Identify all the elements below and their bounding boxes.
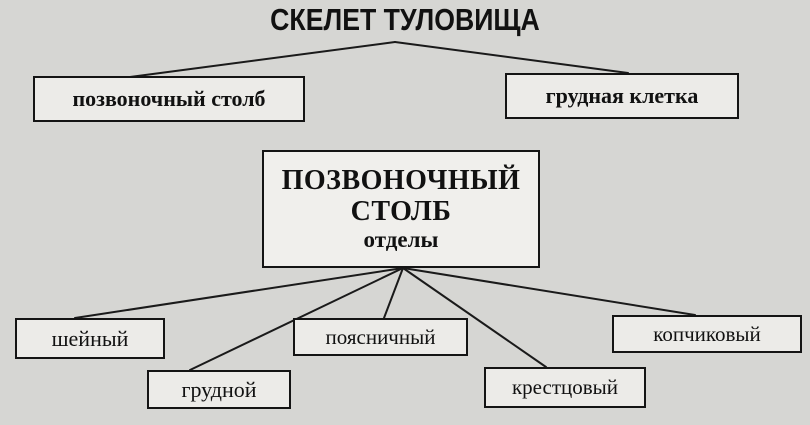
connector-center-sacral xyxy=(402,267,547,368)
node-spinal-column: позвоночный столб xyxy=(33,76,305,122)
connector-title-spine xyxy=(129,41,396,78)
node-lumbar-label: поясничный xyxy=(325,324,436,349)
connector-center-coccygeal xyxy=(402,267,696,316)
node-thoracic-label: грудной xyxy=(181,376,257,402)
node-spinal-column-label: позвоночный столб xyxy=(72,86,266,111)
node-coccygeal: копчиковый xyxy=(612,315,802,353)
node-sacral-label: крестцовый xyxy=(511,375,619,399)
center-line-2: СТОЛБ xyxy=(350,196,452,228)
connector-center-cervical xyxy=(74,267,404,319)
node-lumbar: поясничный xyxy=(293,318,468,356)
node-spinal-column-sections: ПОЗВОНОЧНЫЙ СТОЛБ отделы xyxy=(262,150,540,268)
center-line-1: ПОЗВОНОЧНЫЙ xyxy=(281,164,521,196)
node-rib-cage: грудная клетка xyxy=(505,73,739,119)
diagram-title: СКЕЛЕТ ТУЛОВИЩА xyxy=(270,2,540,37)
connector-center-lumbar xyxy=(383,267,404,319)
connector-title-chest xyxy=(394,41,629,74)
node-coccygeal-label: копчиковый xyxy=(653,321,761,346)
node-sacral: крестцовый xyxy=(484,367,646,408)
center-line-3: отделы xyxy=(363,227,439,253)
node-thoracic: грудной xyxy=(147,370,291,409)
node-rib-cage-label: грудная клетка xyxy=(545,83,699,108)
node-cervical: шейный xyxy=(15,318,165,359)
node-cervical-label: шейный xyxy=(51,325,129,351)
